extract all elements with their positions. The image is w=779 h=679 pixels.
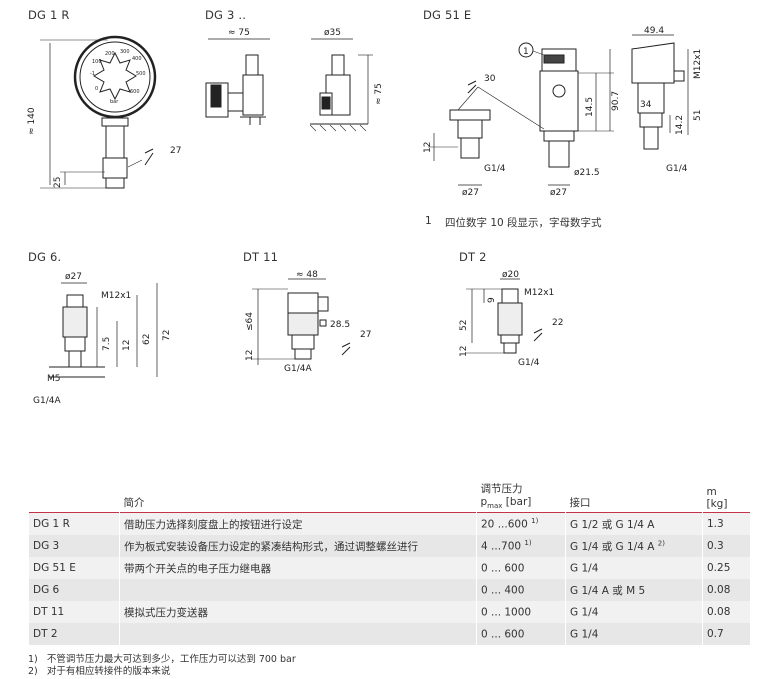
dial-tick: 500 bbox=[136, 71, 146, 77]
dt2-drawing: ø20 M12x1 9 52 22 12 G1/4 bbox=[459, 270, 563, 368]
dial-unit: bar bbox=[110, 99, 119, 105]
pressure-header-line1: 调节压力 bbox=[480, 482, 523, 495]
table-row: DG 1 R 借助压力选择刻度盘上的按钮进行设定 20 ...600 1) G … bbox=[28, 512, 750, 535]
table-row: DT 2 0 ... 600 G 1/4 0.7 bbox=[28, 623, 750, 645]
dial-tick: 600 bbox=[130, 89, 140, 95]
dim-label: ≤64 bbox=[245, 312, 255, 331]
dim-label: 51 bbox=[693, 110, 703, 121]
dim-label: ø20 bbox=[502, 270, 519, 280]
dim-label: 27 bbox=[360, 330, 371, 340]
dim-label: ø35 bbox=[324, 28, 341, 38]
dim-label: 12 bbox=[122, 340, 132, 351]
dim-label: 30 bbox=[484, 74, 496, 84]
dim-label: 28.5 bbox=[330, 320, 350, 330]
col-header-desc: 简介 bbox=[123, 497, 145, 509]
dim-label: 90.7 bbox=[611, 91, 621, 111]
dim-label: G1/4 bbox=[518, 358, 540, 368]
table-header-row: 简介 调节压力 pmax [bar] 接口 m [kg] bbox=[28, 478, 750, 513]
dim-label: G1/4 bbox=[666, 164, 688, 174]
dim-label: ø27 bbox=[462, 188, 479, 198]
callout-note-text: 四位数字 10 段显示，字母数字式 bbox=[445, 217, 602, 229]
dim-label: M12x1 bbox=[101, 291, 131, 301]
dim-label: 9 bbox=[487, 297, 497, 303]
dim-label: 12 bbox=[245, 350, 255, 361]
dim-label: 72 bbox=[162, 330, 172, 341]
table-row: DG 51 E 带两个开关点的电子压力继电器 0 ... 600 G 1/4 0… bbox=[28, 557, 750, 579]
spec-table: 简介 调节压力 pmax [bar] 接口 m [kg] DG 1 R 借助压力… bbox=[28, 478, 750, 645]
footnote-1: 1) 不管调节压力最大可达到多少，工作压力可以达到 700 bar bbox=[28, 654, 296, 665]
table-row: DT 11 模拟式压力变送器 0 ... 1000 G 1/4 0.08 bbox=[28, 601, 750, 623]
dial-tick: -1 bbox=[90, 71, 95, 77]
dim-label: 34 bbox=[640, 100, 652, 110]
callout-number: 1 bbox=[523, 47, 529, 57]
dg3-drawing: ≈ 75 ø35 ≈ 75 bbox=[205, 28, 384, 132]
dt11-drawing: ≈ 48 ≤64 28.5 27 12 G1/4A bbox=[245, 270, 371, 374]
footnote-2: 2) 对于有相应转接件的版本来说 bbox=[28, 666, 171, 677]
dial-tick: 100 bbox=[92, 59, 102, 65]
dim-label: G1/4A bbox=[284, 364, 312, 374]
dial-tick: 300 bbox=[120, 49, 130, 55]
dim-label: 14.5 bbox=[585, 97, 595, 117]
dg51e-drawing: 1 30 12 ø27 G1/4 14.5 90.7 ø21.5 ø27 49.… bbox=[423, 26, 703, 198]
col-header-model bbox=[29, 478, 120, 513]
dim-label: 7.5 bbox=[102, 337, 112, 351]
drawing-title-dt11: DT 11 bbox=[243, 250, 279, 264]
dial-tick: 0 bbox=[95, 86, 98, 92]
dim-label: ≈ 48 bbox=[296, 270, 318, 280]
dim-label: M12x1 bbox=[524, 288, 554, 298]
dim-label: ø21.5 bbox=[574, 168, 600, 178]
pressure-header-line2: pmax [bar] bbox=[480, 495, 532, 510]
dim-label: 12 bbox=[459, 346, 469, 357]
col-header-port: 接口 bbox=[569, 497, 591, 509]
dim-label: 14.2 bbox=[675, 115, 685, 135]
dim-label: M5 bbox=[47, 374, 61, 384]
drawing-title-dg3: DG 3 .. bbox=[205, 8, 247, 22]
table-row: DG 6 0 ... 400 G 1/4 A 或 M 5 0.08 bbox=[28, 579, 750, 601]
callout-note-number: 1 bbox=[425, 215, 432, 227]
dim-label: G1/4A bbox=[33, 396, 61, 406]
dim-label: ≈ 75 bbox=[374, 83, 384, 105]
dim-label: M12x1 bbox=[693, 49, 703, 79]
col-header-pressure: 调节压力 pmax [bar] bbox=[477, 478, 566, 513]
drawing-title-dg51e: DG 51 E bbox=[423, 8, 472, 22]
dim-label: ø27 bbox=[550, 188, 567, 198]
dim-label: 52 bbox=[459, 320, 469, 331]
drawing-title-dt2: DT 2 bbox=[459, 250, 487, 264]
dg6-drawing: ø27 M12x1 7.5 12 62 72 M5 G1/4A bbox=[33, 272, 172, 406]
drawing-title-dg1r: DG 1 R bbox=[28, 8, 70, 22]
dim-label: 62 bbox=[142, 334, 152, 345]
col-header-mass: m [kg] bbox=[706, 486, 728, 510]
dim-label: ≈ 75 bbox=[228, 28, 250, 38]
dim-label: 22 bbox=[552, 318, 563, 328]
dim-label: ø27 bbox=[65, 272, 82, 282]
drawing-title-dg6: DG 6. bbox=[28, 250, 62, 264]
dial-tick: 200 bbox=[105, 51, 115, 57]
dim-label: 12 bbox=[423, 142, 433, 153]
dial-tick: 400 bbox=[132, 56, 142, 62]
dim-label: 25 bbox=[53, 177, 63, 188]
dim-label: 49.4 bbox=[644, 26, 664, 36]
dim-label: ≈ 140 bbox=[27, 107, 37, 135]
table-row: DG 3 作为板式安装设备压力设定的紧凑结构形式，通过调整螺丝进行 4 ...7… bbox=[28, 535, 750, 557]
dim-label: G1/4 bbox=[484, 164, 506, 174]
dim-label: 27 bbox=[170, 146, 181, 156]
dg1r-drawing: -1 0 100 200 300 400 500 600 bar ≈ 140 2… bbox=[27, 35, 181, 189]
